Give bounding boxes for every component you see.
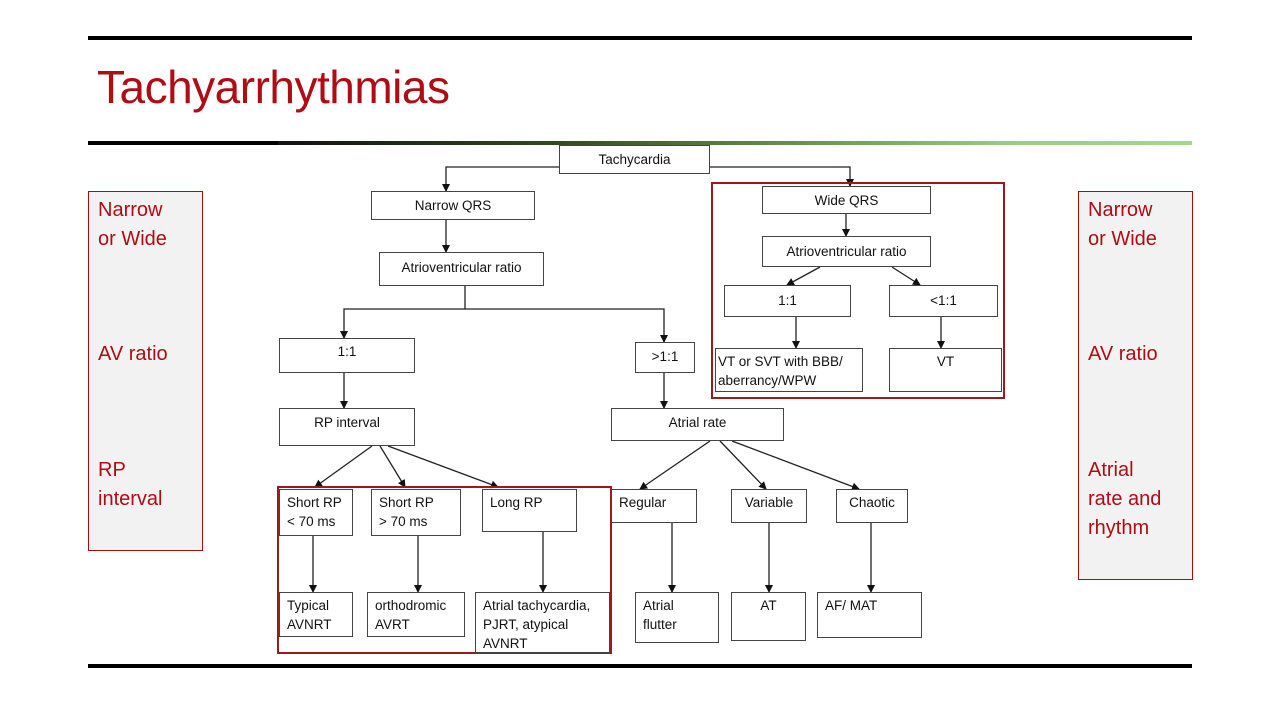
left-step-panel: Narrow or Wide AV ratio RP interval [88, 191, 203, 551]
node-rp-interval: RP interval [279, 408, 415, 446]
left-label-rp-interval: RP interval [98, 459, 163, 510]
node-wide-av-ratio: Atrioventricular ratio [762, 236, 931, 267]
node-short-rp-lt70: Short RP < 70 ms [279, 489, 353, 536]
node-vt: VT [889, 348, 1002, 392]
edge-av-ratio-gt1to1 [465, 308, 668, 343]
node-wide-qrs: Wide QRS [762, 186, 931, 214]
right-label-atrial-rate-rhythm: Atrial rate and rhythm [1088, 459, 1162, 539]
node-chaotic: Chaotic [836, 489, 908, 523]
edge-av-ratio-1to1 [340, 286, 466, 339]
node-narrow-av-ratio: Atrioventricular ratio [379, 252, 544, 286]
node-at: AT [731, 592, 806, 641]
right-label-narrow-wide: Narrow or Wide [1088, 199, 1157, 250]
slide-title: Tachyarrhythmias [97, 61, 450, 113]
right-step-panel: Narrow or Wide AV ratio Atrial rate and … [1078, 191, 1193, 580]
edge-rp-short-lt70 [314, 445, 373, 488]
right-label-av-ratio: AV ratio [1088, 343, 1158, 365]
title-underline-left [88, 141, 278, 145]
edge-tachycardia-wide-qrs [710, 166, 854, 187]
node-long-rp: Long RP [482, 489, 577, 532]
node-narrow-gt1to1: >1:1 [635, 342, 695, 373]
node-variable: Variable [731, 489, 807, 523]
edge-rp-long [387, 445, 499, 489]
rp-interval-branch-highlight [277, 486, 612, 654]
node-typical-avnrt: Typical AVNRT [279, 592, 353, 637]
edge-atrial-rate-chaotic [731, 440, 860, 491]
node-short-rp-gt70: Short RP > 70 ms [371, 489, 461, 536]
title-underline-gradient [278, 141, 1192, 145]
node-atrial-flutter: Atrial flutter [635, 592, 719, 643]
top-rule [88, 36, 1192, 40]
edge-wide-av-lt1to1 [891, 266, 921, 286]
edge-rp-short-gt70 [379, 445, 406, 488]
node-regular: Regular [611, 489, 697, 523]
wide-qrs-branch-highlight [711, 182, 1005, 399]
edge-tachycardia-narrow-qrs [442, 166, 559, 192]
node-wide-1to1: 1:1 [724, 285, 851, 317]
edge-wide-av-1to1 [786, 266, 821, 286]
node-wide-lt1to1: <1:1 [889, 285, 998, 317]
edge-atrial-rate-regular [639, 440, 711, 490]
bottom-rule [88, 664, 1192, 668]
node-af-mat: AF/ MAT [817, 592, 922, 638]
edge-atrial-rate-variable [719, 440, 767, 490]
node-orthodromic-avrt: orthodromic AVRT [367, 592, 465, 637]
left-label-av-ratio: AV ratio [98, 343, 168, 365]
node-narrow-qrs: Narrow QRS [371, 191, 535, 220]
node-atrial-tachy-pjrt-avnrt: Atrial tachycardia, PJRT, atypical AVNRT [475, 592, 610, 653]
node-vt-or-svt: VT or SVT with BBB/ aberrancy/WPW [715, 348, 863, 392]
node-narrow-1to1: 1:1 [279, 338, 415, 373]
node-tachycardia: Tachycardia [559, 145, 710, 174]
node-atrial-rate: Atrial rate [611, 408, 784, 441]
left-label-narrow-wide: Narrow or Wide [98, 199, 167, 250]
